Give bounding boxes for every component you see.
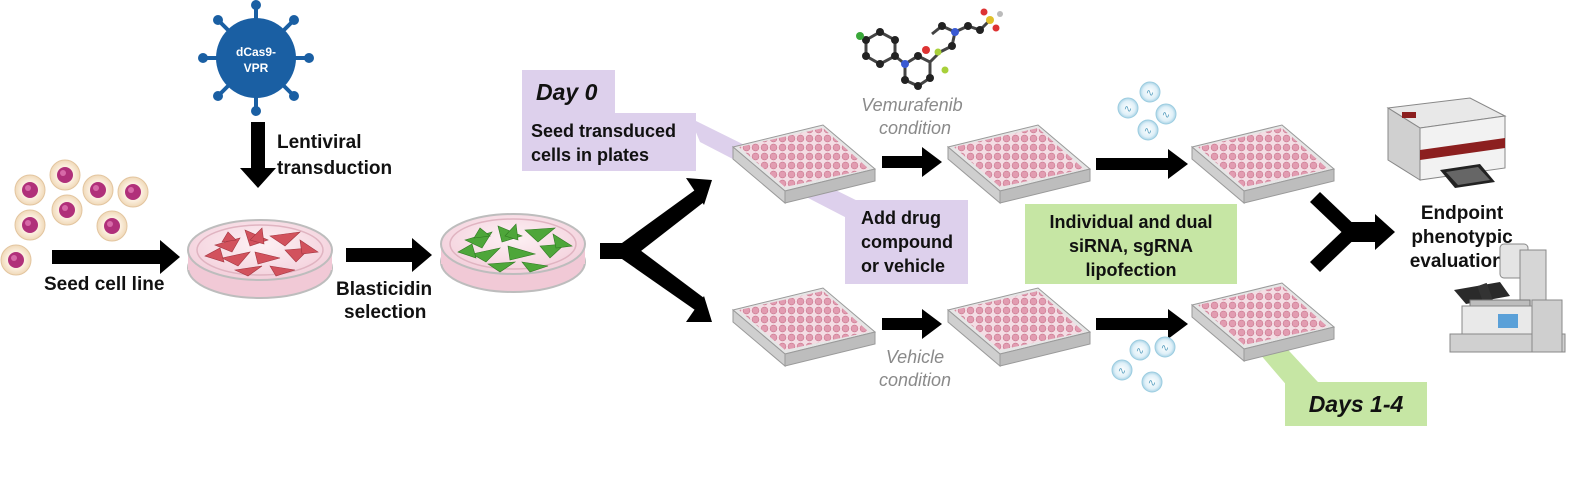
endpoint-label-1: Endpoint: [1421, 203, 1504, 224]
virus-label-1: dCas9-: [236, 45, 276, 59]
well-plate-bottom-2: [946, 287, 1092, 368]
vehicle-label-1: Vehicle: [886, 347, 944, 367]
seed-plates-box: [522, 113, 696, 171]
days14-label: Days 1-4: [1309, 391, 1404, 417]
seed-plates-text-1: Seed transduced: [531, 121, 676, 141]
lipofection-text-3: lipofection: [1086, 260, 1177, 280]
transduction-label-2: transduction: [277, 158, 392, 179]
drug-box: [845, 200, 968, 284]
svg-text:∿: ∿: [1144, 126, 1152, 137]
virus-icon: dCas9- VPR: [198, 0, 314, 116]
lipofection-box: [1025, 204, 1237, 284]
svg-text:∿: ∿: [1161, 343, 1169, 354]
well-plate-top-1: [731, 124, 877, 205]
seed-arrow: [52, 240, 180, 274]
lipofection-text-1: Individual and dual: [1049, 212, 1212, 232]
arrow-top-2: [1096, 149, 1188, 179]
vehicle-label-2: condition: [879, 370, 951, 390]
svg-text:∿: ∿: [1124, 104, 1132, 115]
endpoint-label-3: evaluations: [1410, 251, 1515, 272]
selection-arrow: [346, 238, 432, 272]
days14-box: [1285, 382, 1427, 426]
arrow-bottom-2: [1096, 309, 1188, 339]
well-plate-bottom-1: [731, 287, 877, 368]
svg-text:∿: ∿: [1146, 88, 1154, 99]
microscope-icon: [1449, 243, 1566, 353]
seed-cells: [0, 159, 149, 276]
selection-label-2: selection: [344, 302, 426, 323]
endpoint-label-2: phenotypic: [1411, 227, 1513, 248]
day0-label: Day 0: [536, 79, 598, 105]
petri-dish-transduced: [187, 219, 333, 299]
lipoplex-bubbles-top: ∿ ∿ ∿ ∿: [1117, 81, 1177, 141]
split-arrow: [600, 178, 712, 322]
lipofection-text-2: siRNA, sgRNA: [1069, 236, 1193, 256]
merge-arrow: [1310, 192, 1395, 272]
well-plate-top-2: [946, 124, 1092, 205]
transduction-arrow: [240, 122, 276, 188]
svg-text:∿: ∿: [1148, 378, 1156, 389]
selection-label-1: Blasticidin: [336, 279, 432, 300]
vemurafenib-label-2: condition: [879, 118, 951, 138]
svg-text:∿: ∿: [1118, 366, 1126, 377]
lipoplex-bubbles-bottom: ∿ ∿ ∿ ∿: [1111, 336, 1176, 393]
well-plate-top-3: [1190, 124, 1336, 205]
vemurafenib-molecule-icon: [856, 8, 1003, 90]
transduction-label-1: Lentiviral: [277, 132, 361, 153]
drug-text-3: or vehicle: [861, 256, 945, 276]
arrow-bottom-1: [882, 309, 942, 339]
arrow-top-1: [882, 147, 942, 177]
petri-dish-selected: [440, 213, 586, 293]
virus-label-2: VPR: [244, 61, 269, 75]
seed-cell-line-label: Seed cell line: [44, 274, 164, 295]
day0-box: [522, 70, 615, 114]
vemurafenib-label-1: Vemurafenib: [861, 95, 962, 115]
drug-text-1: Add drug: [861, 208, 941, 228]
drug-text-2: compound: [861, 232, 953, 252]
plate-reader-icon: [1386, 97, 1507, 188]
svg-text:∿: ∿: [1162, 110, 1170, 121]
seed-plates-text-2: cells in plates: [531, 145, 649, 165]
well-plate-bottom-3: [1190, 282, 1336, 363]
svg-text:∿: ∿: [1136, 346, 1144, 357]
